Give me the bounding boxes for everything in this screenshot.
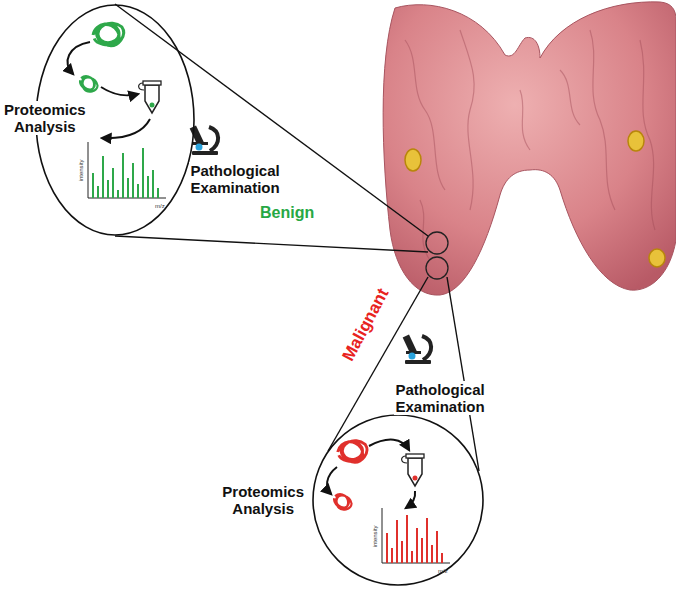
spectrum-bar: [386, 515, 443, 563]
thyroid-texture: [405, 30, 655, 260]
zoom-ellipse: Proteomics Analysis: [312, 414, 484, 586]
axis-label: intensity: [78, 157, 85, 183]
sample-tube: [402, 454, 424, 486]
step-title: Proteomics Analysis: [220, 483, 306, 518]
sample-site: [426, 232, 448, 279]
protein-scribble: [338, 441, 367, 462]
step-title: Proteomics Analysis: [2, 101, 88, 136]
axis-label: m/z: [436, 568, 450, 575]
chart-axis: [382, 508, 450, 563]
sample-tube: [139, 81, 161, 113]
spectrum-bar: [92, 148, 159, 198]
axis-label: m/z: [153, 203, 167, 210]
thyroid-gland: [383, 2, 676, 295]
chart-axis: [88, 142, 166, 198]
nodule: [405, 131, 665, 267]
sample-dot: [150, 103, 155, 108]
flow-arrow: [327, 440, 415, 508]
protein-scribble: [93, 23, 124, 45]
microscope-icon: [403, 334, 431, 364]
ellipse-outline: [313, 415, 483, 585]
zoom-ellipse: Proteomics Analysis: [35, 4, 195, 236]
class-label: Benign: [258, 204, 316, 222]
step-label: Pathological Examination: [189, 162, 282, 197]
peptide-scribble: [77, 73, 100, 95]
step-label: Pathological Examination: [394, 381, 487, 416]
sample-dot: [413, 476, 418, 481]
peptide-scribble: [331, 491, 354, 513]
axis-label: intensity: [372, 523, 379, 549]
class-label: Malignant: [337, 283, 393, 366]
ellipse-outline: [312, 414, 484, 586]
